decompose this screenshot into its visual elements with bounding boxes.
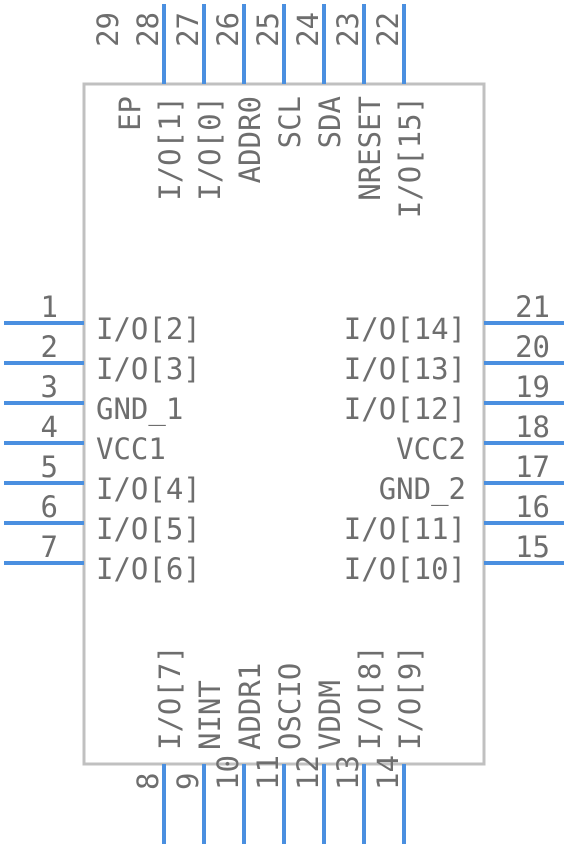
- pin-22-label: I/O[15]: [393, 96, 427, 218]
- pin-13-label: I/O[8]: [353, 645, 387, 750]
- pin-24-number: 24: [291, 12, 325, 47]
- pin-15-number: 15: [515, 530, 550, 564]
- pin-12-number: 12: [291, 755, 325, 790]
- pin-4-label: VCC1: [96, 432, 166, 466]
- pin-16-label: I/O[11]: [344, 512, 466, 546]
- pin-3-number: 3: [41, 370, 58, 404]
- pin-2-label: I/O[3]: [96, 352, 201, 386]
- pin-19-label: I/O[12]: [344, 392, 466, 426]
- pin-15-label: I/O[10]: [344, 552, 466, 586]
- pin-4-number: 4: [41, 410, 58, 444]
- pin-26-label: ADDR0: [233, 96, 267, 183]
- pin-18-label: VCC2: [396, 432, 466, 466]
- pin-17-label: GND_2: [379, 472, 466, 507]
- pin-26-number: 26: [211, 12, 245, 47]
- pin-7-label: I/O[6]: [96, 552, 201, 586]
- pin-28-label: I/O[1]: [153, 96, 187, 201]
- pin-25-label: SCL: [273, 96, 307, 148]
- pin-9-number: 9: [171, 773, 205, 790]
- pin-24-label: SDA: [313, 96, 347, 148]
- pin-25-number: 25: [251, 12, 285, 47]
- pin-23-label: NRESET: [353, 96, 387, 201]
- pin-14-number: 14: [371, 755, 405, 790]
- pin-14-label: I/O[9]: [393, 645, 427, 750]
- pin-13-number: 13: [331, 755, 365, 790]
- pin-16-number: 16: [515, 490, 550, 524]
- pin-10-number: 10: [211, 755, 245, 790]
- pin-21-number: 21: [515, 290, 550, 324]
- pin-8-number: 8: [131, 773, 165, 790]
- pin-27-label: I/O[0]: [193, 96, 227, 201]
- pin-21-label: I/O[14]: [344, 312, 466, 346]
- pin-8-label: I/O[7]: [153, 645, 187, 750]
- pin-27-number: 27: [171, 12, 205, 47]
- pin-11-label: OSCIO: [273, 663, 307, 750]
- pin-29-number: 29: [91, 12, 125, 47]
- pin-11-number: 11: [251, 755, 285, 790]
- pin-3-label: GND_1: [96, 392, 183, 427]
- pin-20-label: I/O[13]: [344, 352, 466, 386]
- pin-2-number: 2: [41, 330, 58, 364]
- pin-5-label: I/O[4]: [96, 472, 201, 506]
- pin-20-number: 20: [515, 330, 550, 364]
- pin-23-number: 23: [331, 12, 365, 47]
- pin-18-number: 18: [515, 410, 550, 444]
- pin-29-label: EP: [113, 96, 147, 131]
- pin-1-label: I/O[2]: [96, 312, 201, 346]
- pin-19-number: 19: [515, 370, 550, 404]
- pin-1-number: 1: [41, 290, 58, 324]
- pin-9-label: NINT: [193, 680, 227, 750]
- pin-28-number: 28: [131, 12, 165, 47]
- pin-10-label: ADDR1: [233, 663, 267, 750]
- pin-17-number: 17: [515, 450, 550, 484]
- pin-6-number: 6: [41, 490, 58, 524]
- pin-22-number: 22: [371, 12, 405, 47]
- pin-6-label: I/O[5]: [96, 512, 201, 546]
- pin-5-number: 5: [41, 450, 58, 484]
- pin-7-number: 7: [41, 530, 58, 564]
- pin-12-label: VDDM: [313, 680, 347, 750]
